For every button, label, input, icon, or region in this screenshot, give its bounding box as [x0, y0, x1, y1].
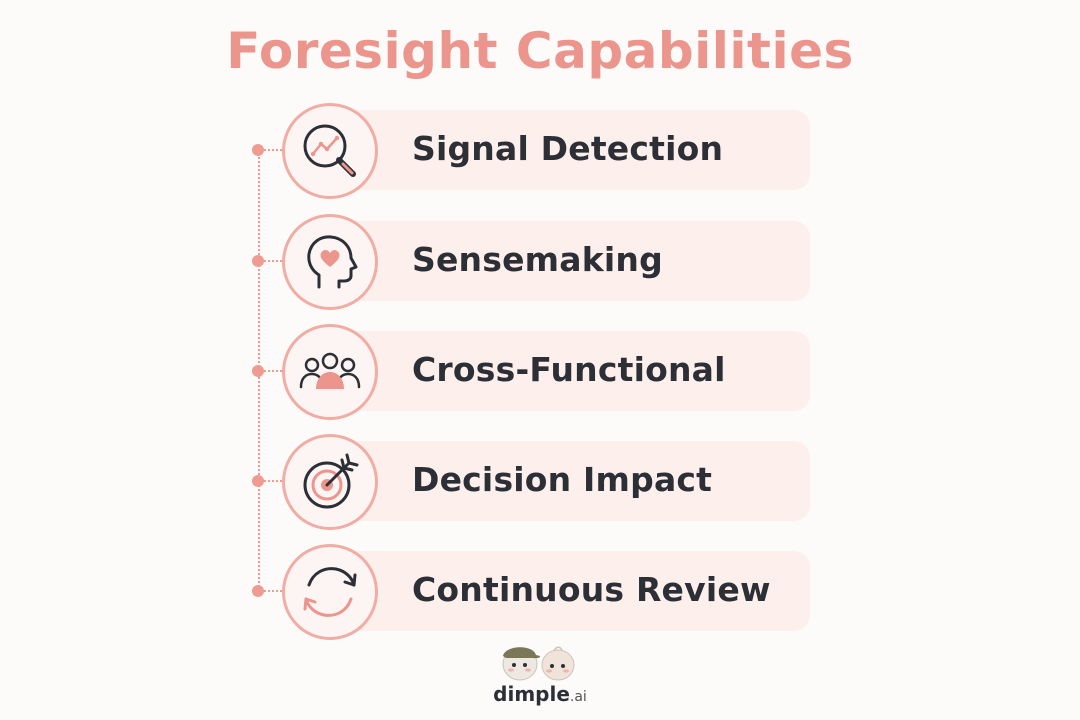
- capability-card: [330, 441, 810, 521]
- timeline-dot: [252, 585, 264, 597]
- timeline-dot: [252, 255, 264, 267]
- mascot-icon: [502, 646, 575, 681]
- capability-card: [330, 221, 810, 301]
- capability-label: Continuous Review: [412, 570, 771, 609]
- brand-name: dimple: [493, 682, 570, 706]
- capability-item: Sensemaking: [0, 213, 1080, 310]
- timeline-dot: [252, 144, 264, 156]
- team-icon: [282, 324, 378, 420]
- timeline-connector: [264, 149, 282, 151]
- timeline-connector: [264, 480, 282, 482]
- target-arrow-icon: [282, 434, 378, 530]
- brand-wordmark: dimple.ai: [490, 682, 590, 706]
- timeline-dot: [252, 365, 264, 377]
- head-heart-icon: [282, 214, 378, 310]
- timeline-connector: [264, 370, 282, 372]
- capability-item: Decision Impact: [0, 433, 1080, 530]
- capability-card: [330, 551, 810, 631]
- capability-card: [330, 110, 810, 190]
- magnifier-trend-icon: [282, 103, 378, 199]
- capability-label: Cross-Functional: [412, 350, 726, 389]
- capability-label: Decision Impact: [412, 460, 713, 499]
- capability-label: Sensemaking: [412, 240, 663, 279]
- brand-logo: dimple.ai: [490, 640, 590, 710]
- capability-card: [330, 331, 810, 411]
- cycle-arrows-icon: [282, 544, 378, 640]
- timeline-connector: [264, 260, 282, 262]
- capability-item: Signal Detection: [0, 102, 1080, 199]
- timeline-dot: [252, 475, 264, 487]
- capability-item: Cross-Functional: [0, 323, 1080, 420]
- page-title: Foresight Capabilities: [226, 22, 854, 80]
- capability-label: Signal Detection: [412, 129, 724, 168]
- capability-item: Continuous Review: [0, 543, 1080, 640]
- brand-suffix: .ai: [569, 689, 587, 705]
- timeline-connector: [264, 590, 282, 592]
